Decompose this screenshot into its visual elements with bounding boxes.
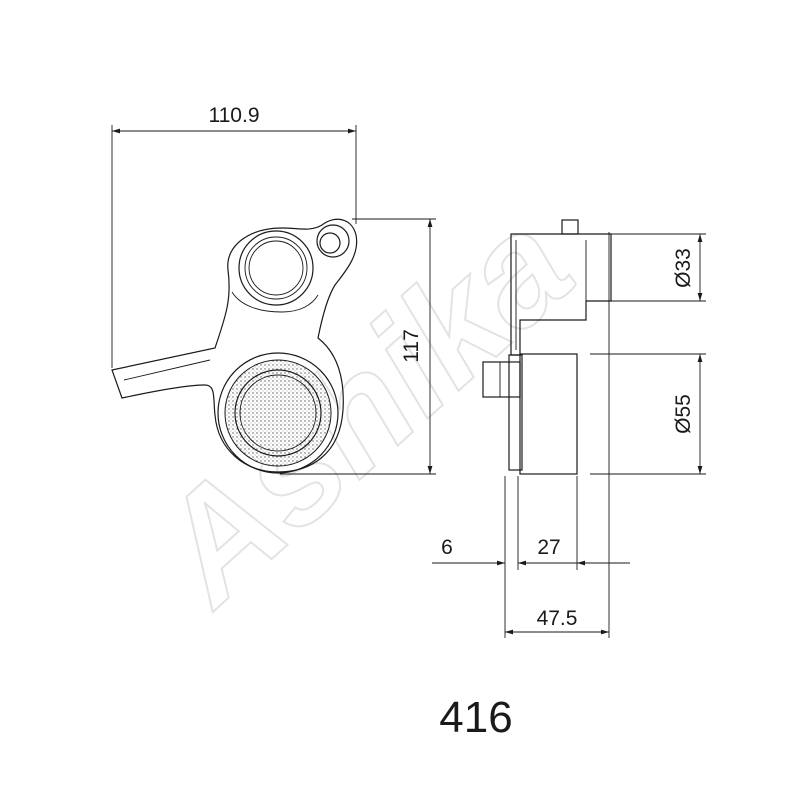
dim-total-depth-label: 47.5 bbox=[537, 607, 578, 630]
side-view bbox=[482, 219, 612, 475]
large-pulley-side bbox=[519, 353, 578, 475]
hub bbox=[508, 354, 523, 471]
front-view bbox=[111, 218, 358, 474]
large-pulley-bore-inner bbox=[239, 374, 317, 452]
pivot-eye-outer bbox=[316, 224, 350, 258]
large-pulley-bearing bbox=[224, 359, 332, 467]
dim-height-overall-label: 117 bbox=[400, 329, 423, 362]
dim-diameter-large: Ø55 bbox=[590, 353, 706, 475]
dim-pulley-width-label: 27 bbox=[537, 536, 560, 559]
dim-diameter-small-label: Ø33 bbox=[672, 248, 695, 288]
tensioner-arm-outline bbox=[111, 218, 358, 473]
dim-width-overall: 110.9 bbox=[111, 104, 357, 368]
large-pulley-bore bbox=[234, 369, 322, 457]
small-pulley-inner bbox=[248, 240, 304, 296]
dim-width-overall-label: 110.9 bbox=[209, 104, 260, 127]
dim-total-depth: 47.5 bbox=[505, 607, 609, 635]
dim-height-overall: 117 bbox=[280, 218, 436, 475]
dim-diameter-small: Ø33 bbox=[611, 233, 706, 302]
small-pulley-outer bbox=[238, 230, 314, 306]
dim-offset-label: 6 bbox=[441, 536, 453, 559]
pivot-hole bbox=[319, 232, 341, 254]
part-number: 416 bbox=[439, 693, 512, 742]
watermark: Ashika bbox=[121, 180, 602, 637]
arm-inner-contour bbox=[123, 291, 319, 381]
small-pulley-mid bbox=[244, 236, 308, 300]
top-pin bbox=[561, 219, 579, 235]
dim-diameter-large-label: Ø55 bbox=[672, 394, 695, 434]
large-pulley-outer bbox=[217, 352, 339, 474]
dim-offset-and-width: 6 27 bbox=[432, 232, 630, 638]
